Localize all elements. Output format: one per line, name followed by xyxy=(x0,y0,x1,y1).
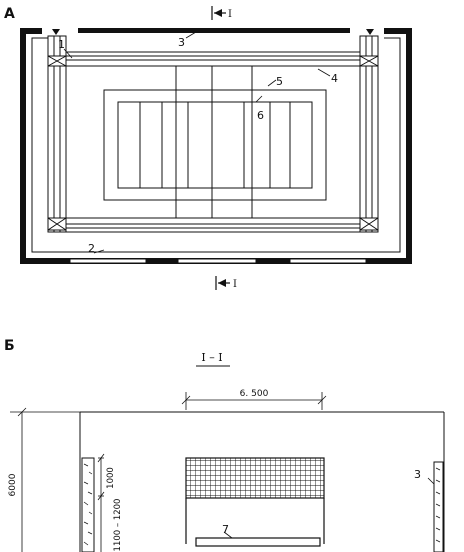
wall-top-left xyxy=(20,28,42,34)
callout-6: 6 xyxy=(257,109,264,122)
height-dimension-label: 6000 xyxy=(8,473,18,496)
hall-section-outline xyxy=(79,411,445,552)
window-2 xyxy=(177,258,257,264)
door-marker-right xyxy=(366,29,374,35)
panel-a-callouts xyxy=(63,31,331,254)
left-wall-padding xyxy=(81,457,95,552)
corner-blocks xyxy=(47,55,379,231)
panel-b-letter: Б xyxy=(4,338,15,354)
wall-right xyxy=(406,28,412,264)
section-cut-bottom: I xyxy=(215,276,237,290)
net-height-label: 1000 xyxy=(106,467,116,489)
wall-left xyxy=(20,28,26,264)
floor-block xyxy=(195,537,321,547)
court-safety-zone xyxy=(103,89,327,201)
court-divisions xyxy=(175,66,253,218)
width-dimension xyxy=(181,392,327,410)
callout-4: 4 xyxy=(331,72,338,85)
callout-b-3: 3 xyxy=(414,468,421,481)
callout-1: 1 xyxy=(58,38,65,51)
section-title: I – I xyxy=(201,351,222,364)
callout-5: 5 xyxy=(276,75,283,88)
panel-a-letter: А xyxy=(4,6,15,22)
width-dimension-label: 6. 500 xyxy=(240,389,269,399)
panel-a-plan: А xyxy=(4,6,412,290)
net-dimensions xyxy=(97,453,105,552)
net xyxy=(185,457,325,544)
bottom-wall-windows xyxy=(69,258,367,264)
window-1 xyxy=(69,258,147,264)
court-outline xyxy=(117,101,313,189)
callout-3-leader xyxy=(427,477,435,485)
section-cut-top: I xyxy=(211,6,232,20)
wall-top-middle xyxy=(78,28,350,33)
height-dimension xyxy=(10,407,80,552)
callout-7: 7 xyxy=(222,523,229,536)
callout-2: 2 xyxy=(88,242,95,255)
posts xyxy=(47,35,379,233)
section-cut-bottom-label: I xyxy=(233,279,237,290)
inner-boundary-line xyxy=(31,37,401,253)
door-marker-left xyxy=(52,29,60,35)
net-mesh xyxy=(185,457,325,499)
track-frame xyxy=(47,51,379,233)
post-right xyxy=(359,35,379,233)
right-wall-padding xyxy=(433,461,444,552)
callout-7-leader xyxy=(223,531,233,539)
callout-3: 3 xyxy=(178,36,185,49)
door-markers xyxy=(52,29,374,35)
outer-walls xyxy=(20,28,412,264)
window-3 xyxy=(289,258,367,264)
court xyxy=(117,101,313,189)
panel-b-section: Б I – I 6. 500 6000 xyxy=(4,338,445,552)
post-left xyxy=(47,35,67,233)
net-bottom-range-label: 1100 – 1200 xyxy=(113,499,123,552)
section-cut-top-label: I xyxy=(228,9,232,20)
wall-top-right xyxy=(384,28,412,34)
